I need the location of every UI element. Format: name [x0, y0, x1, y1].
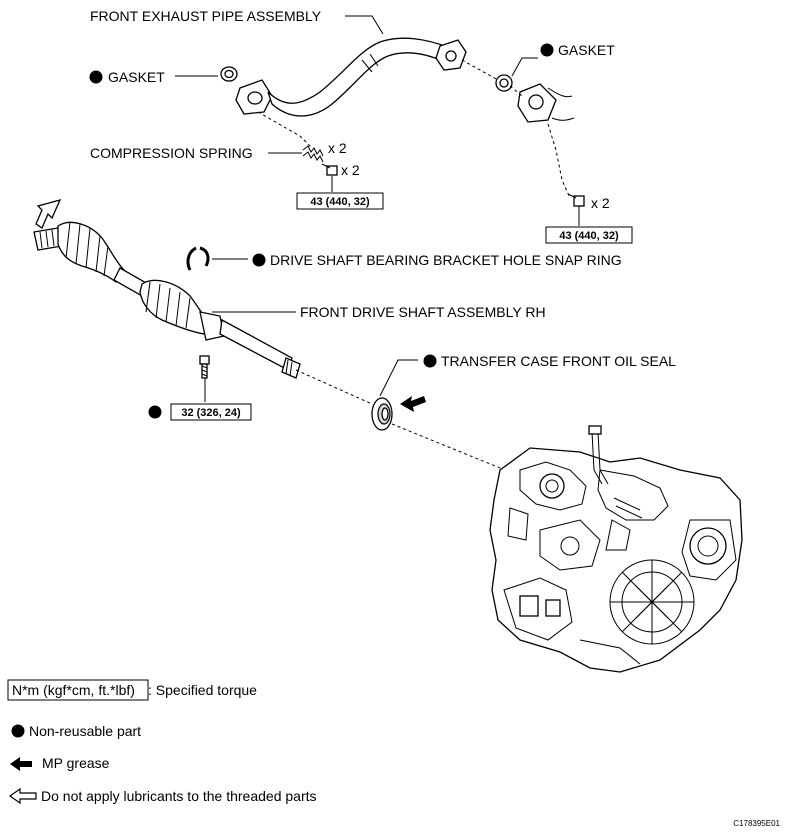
grease-arrow-icon: [400, 396, 426, 412]
legend-mp-grease: MP grease: [42, 755, 110, 771]
legend-torque-desc: : Specified torque: [148, 682, 257, 698]
bolt-qty-right: x 2: [591, 195, 610, 211]
grease-legend-icon: [10, 757, 32, 771]
front-exhaust-pipe-label: FRONT EXHAUST PIPE ASSEMBLY: [90, 8, 322, 24]
front-drive-shaft: [33, 221, 301, 379]
legend: N*m (kgf*cm, ft.*lbf) : Specified torque…: [7, 679, 317, 805]
legend-torque-box: [7, 679, 149, 701]
bolt-qty-left: x 2: [341, 162, 360, 178]
no-lubricant-legend-icon: [8, 787, 37, 805]
figure-code: C178395E01: [733, 819, 780, 828]
non-reusable-icon: [89, 70, 103, 84]
drive-shaft-label: FRONT DRIVE SHAFT ASSEMBLY RH: [300, 304, 546, 320]
legend-no-lubricant: Do not apply lubricants to the threaded …: [41, 788, 317, 804]
shaft-bolt: [199, 355, 210, 379]
compression-spring-label: COMPRESSION SPRING: [90, 145, 253, 161]
bolt-right: [567, 193, 585, 207]
non-reusable-legend-icon: [11, 724, 25, 738]
non-reusable-icon: [423, 354, 437, 368]
oil-seal-part: [371, 397, 393, 431]
front-exhaust-pipe: [235, 37, 467, 117]
oil-seal-label: TRANSFER CASE FRONT OIL SEAL: [441, 353, 676, 369]
legend-non-reusable: Non-reusable part: [29, 723, 141, 739]
converter-flange: [517, 83, 575, 123]
gasket-left-part: [220, 66, 238, 82]
snap-ring-label: DRIVE SHAFT BEARING BRACKET HOLE SNAP RI…: [270, 252, 622, 268]
no-lubricant-arrow-icon: [35, 199, 62, 229]
gasket-right-label: GASKET: [558, 42, 615, 58]
legend-torque-units: N*m (kgf*cm, ft.*lbf): [12, 682, 135, 698]
non-reusable-icon: [148, 405, 162, 419]
spring-qty: x 2: [328, 140, 347, 156]
torque-left: 43 (440, 32): [310, 196, 370, 208]
transmission-assembly: [489, 425, 743, 673]
torque-shaft-bolt: 32 (326, 24): [181, 407, 241, 419]
snap-ring-part: [186, 246, 210, 271]
non-reusable-icon: [252, 253, 266, 267]
non-reusable-icon: [540, 43, 554, 57]
torque-right: 43 (440, 32): [559, 230, 619, 242]
gasket-right-part: [495, 74, 513, 92]
gasket-left-label: GASKET: [108, 69, 165, 85]
bolt-left: [321, 163, 338, 176]
compression-spring-part: [302, 145, 324, 163]
